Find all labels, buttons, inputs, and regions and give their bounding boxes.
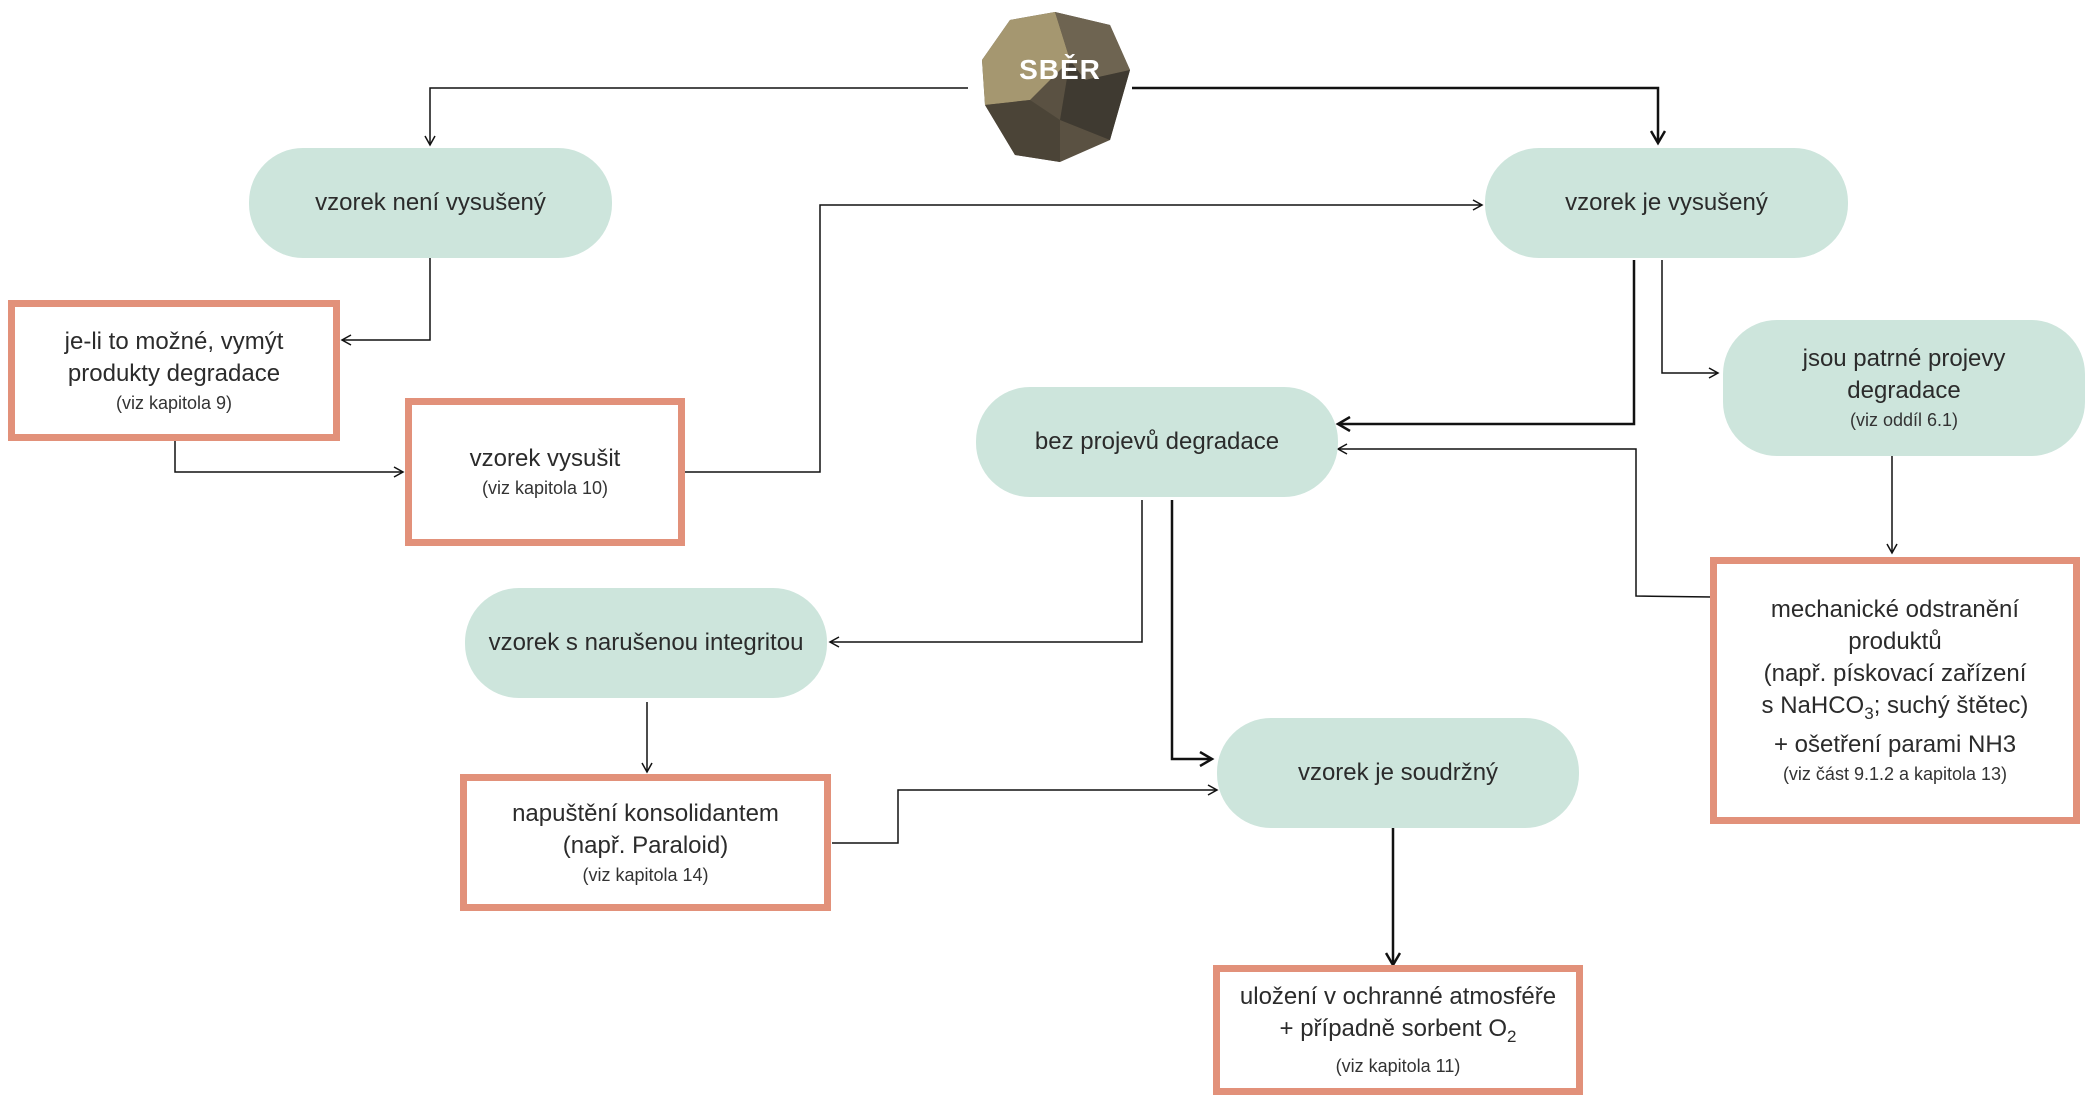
box-mechanical-line2: produktů <box>1848 627 1942 655</box>
node-not-dried-label: vzorek není vysušený <box>315 189 546 216</box>
box-wash: je-li to možné, vymýt produkty degradace… <box>8 300 340 441</box>
box-consolidation-line1: napuštění konsolidantem <box>512 799 779 827</box>
box-mechanical-line4: s NaHCO3; suchý štětec) <box>1761 691 2029 723</box>
connector-dried-to-visible-degradation <box>1661 260 1720 379</box>
node-dried-label: vzorek je vysušený <box>1565 189 1768 216</box>
connector-dried-to-no-degradation <box>1338 260 1636 424</box>
box-consolidation-ref: (viz kapitola 14) <box>582 864 709 885</box>
box-dry-ref: (viz kapitola 10) <box>481 478 609 498</box>
box-mechanical-line1: mechanické odstranění <box>1770 595 2020 623</box>
connector-start-to-dried <box>1132 86 1658 143</box>
rock-icon <box>982 12 1130 162</box>
node-disrupted-label: vzorek s narušenou integritou <box>488 629 804 656</box>
node-coherent: vzorek je soudržný <box>1217 718 1579 828</box>
start-label: SBĚR <box>1019 54 1101 85</box>
connector-no-degradation-to-disrupted <box>828 500 1143 648</box>
box-mechanical-line5: + ošetření parami NH3 <box>1773 731 2017 759</box>
connector-dry-to-dried <box>685 199 1484 473</box>
node-coherent-label: vzorek je soudržný <box>1297 759 1499 786</box>
connector-no-degradation-to-coherent <box>1170 500 1212 759</box>
box-storage-line1: uložení v ochranné atmosféře <box>1239 983 1557 1011</box>
box-storage-line2: + případně sorbent O2 <box>1279 1015 1517 1046</box>
node-no-degradation-label: bez projevů degradace <box>1034 428 1280 455</box>
node-dried: vzorek je vysušený <box>1485 148 1848 258</box>
node-visible-degradation-ref: (viz oddíl 6.1) <box>1849 410 1959 430</box>
box-wash-label: je-li to možné, vymýt produkty degradace <box>64 327 284 387</box>
box-storage: uložení v ochranné atmosféře + případně … <box>1213 965 1583 1095</box>
box-mechanical: mechanické odstranění produktů (např. pí… <box>1710 557 2080 824</box>
connector-start-to-not-dried <box>424 87 968 147</box>
connector-not-dried-to-wash <box>340 258 431 346</box>
connector-wash-to-dry <box>174 440 405 478</box>
connector-consolidation-to-coherent <box>832 784 1219 844</box>
node-not-dried: vzorek není vysušený <box>249 148 612 258</box>
box-mechanical-ref: (viz část 9.1.2 a kapitola 13) <box>1782 764 2008 785</box>
node-no-degradation: bez projevů degradace <box>976 387 1338 497</box>
box-mechanical-line3: (např. pískovací zařízení <box>1763 659 2027 687</box>
node-visible-degradation: jsou patrné projevy degradace (viz oddíl… <box>1723 320 2085 456</box>
box-consolidation: napuštění konsolidantem (např. Paraloid)… <box>460 774 831 911</box>
connector-mechanical-to-no-degradation <box>1336 443 1713 598</box>
node-visible-degradation-label: jsou patrné projevy degradace <box>1802 345 2006 404</box>
box-dry: vzorek vysušit (viz kapitola 10) <box>405 398 685 546</box>
box-consolidation-line2: (např. Paraloid) <box>562 831 729 859</box>
node-disrupted: vzorek s narušenou integritou <box>465 588 827 698</box>
box-storage-ref: (viz kapitola 11) <box>1335 1055 1461 1076</box>
box-dry-label: vzorek vysušit <box>469 445 621 472</box>
box-wash-ref: (viz kapitola 9) <box>115 392 233 413</box>
